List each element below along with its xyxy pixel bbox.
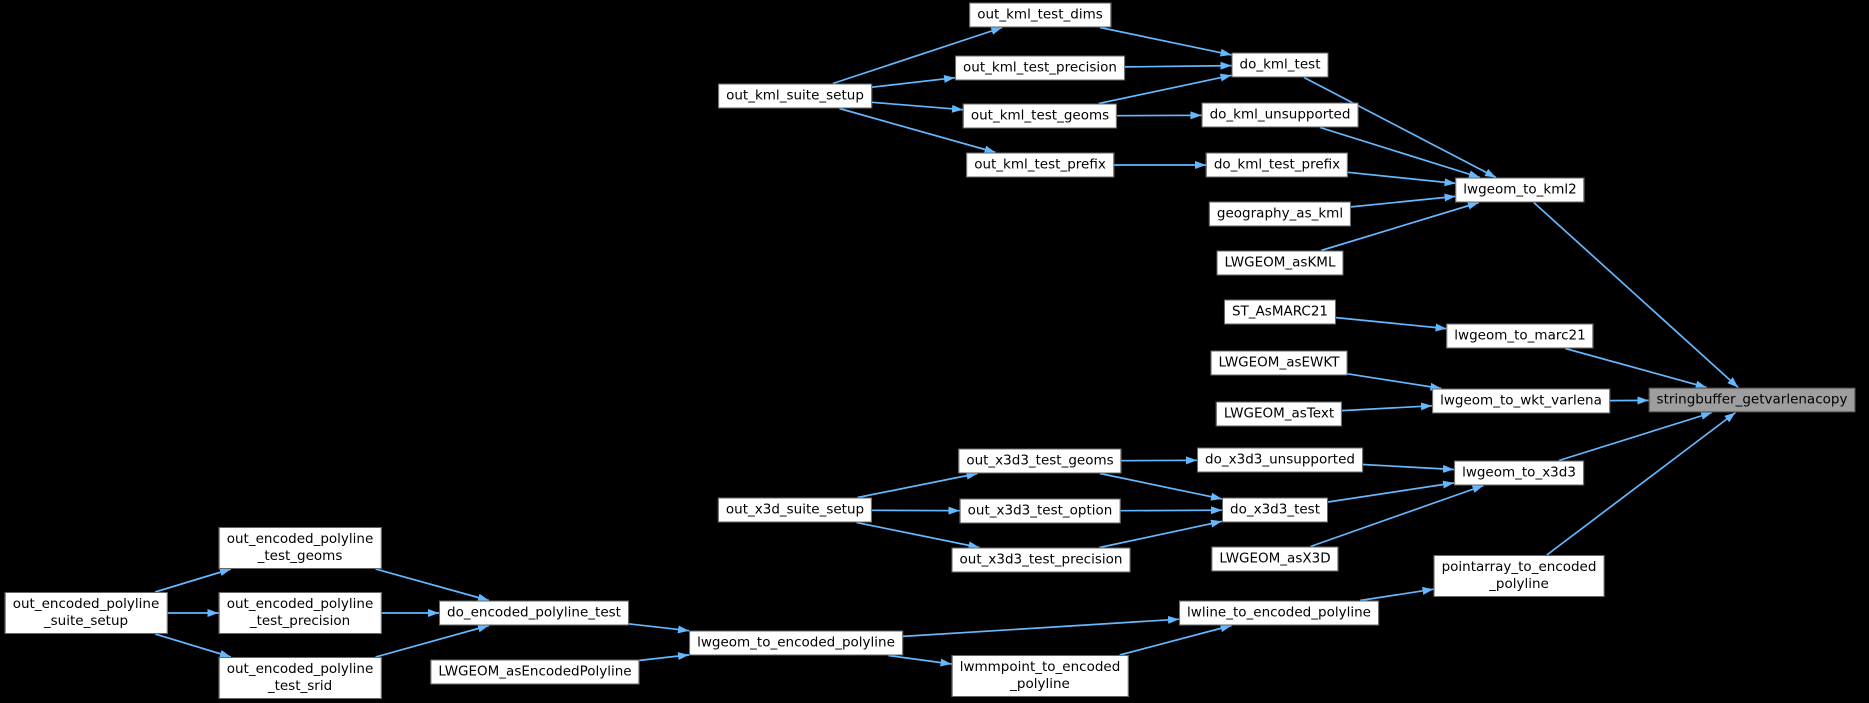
- graph-node-do_kml_test[interactable]: do_kml_test: [1231, 52, 1329, 78]
- edge-pointarray_to_encoded_polyline-to-stringbuffer_getvarlenacopy: [1546, 411, 1737, 556]
- graph-node-out_kml_suite_setup[interactable]: out_kml_suite_setup: [718, 83, 872, 109]
- edge-lwgeom_to_encoded_polyline-to-lwmmpoint_to_encoded_polyline: [888, 654, 952, 667]
- graph-node-out_kml_test_geoms[interactable]: out_kml_test_geoms: [962, 103, 1118, 129]
- graph-node-lwmmpoint_to_encoded_polyline[interactable]: lwmmpoint_to_encoded _polyline: [951, 655, 1129, 697]
- edge-out_kml_suite_setup-to-out_kml_test_dims: [832, 26, 1003, 85]
- graph-node-out_x3d3_test_option[interactable]: out_x3d3_test_option: [959, 498, 1121, 524]
- edge-out_encoded_polyline_suite_setup-to-out_encoded_polyline_test_srid: [154, 633, 232, 658]
- edge-out_x3d_suite_setup-to-out_x3d3_test_geoms: [857, 471, 978, 499]
- graph-node-do_kml_unsupported[interactable]: do_kml_unsupported: [1201, 102, 1359, 128]
- edge-do_kml_test_prefix-to-lwgeom_to_kml2: [1347, 171, 1456, 187]
- edge-LWGEOM_asKML-to-lwgeom_to_kml2: [1320, 201, 1480, 252]
- edge-do_encoded_polyline_test-to-lwgeom_to_encoded_polyline: [628, 623, 690, 634]
- graph-node-LWGEOM_asEncodedPolyline[interactable]: LWGEOM_asEncodedPolyline: [430, 659, 640, 685]
- edge-lwline_to_encoded_polyline-to-pointarray_to_encoded_polyline: [1359, 586, 1434, 602]
- edge-geography_as_kml-to-lwgeom_to_kml2: [1350, 193, 1456, 208]
- edge-out_encoded_polyline_suite_setup-to-out_encoded_polyline_test_geoms: [154, 568, 232, 593]
- edge-LWGEOM_asEWKT-to-lwgeom_to_wkt_varlena: [1347, 372, 1442, 391]
- graph-node-do_x3d3_test[interactable]: do_x3d3_test: [1222, 497, 1328, 523]
- edge-lwgeom_to_marc21-to-stringbuffer_getvarlenacopy: [1565, 347, 1707, 389]
- graph-node-out_encoded_polyline_suite_setup[interactable]: out_encoded_polyline _suite_setup: [4, 592, 168, 634]
- graph-node-LWGEOM_asKML[interactable]: LWGEOM_asKML: [1216, 250, 1344, 276]
- edge-LWGEOM_asText-to-lwgeom_to_wkt_varlena: [1341, 402, 1433, 412]
- edge-out_encoded_polyline_test_geoms-to-do_encoded_polyline_test: [375, 568, 490, 602]
- graph-node-LWGEOM_asEWKT[interactable]: LWGEOM_asEWKT: [1210, 350, 1348, 376]
- graph-node-do_kml_test_prefix[interactable]: do_kml_test_prefix: [1205, 152, 1349, 178]
- edge-out_kml_test_dims-to-do_kml_test: [1099, 26, 1232, 57]
- edge-ST_AsMARC21-to-lwgeom_to_marc21: [1335, 316, 1447, 332]
- graph-node-out_encoded_polyline_test_precision[interactable]: out_encoded_polyline _test_precision: [218, 592, 382, 634]
- graph-node-out_kml_test_precision[interactable]: out_kml_test_precision: [955, 55, 1125, 81]
- graph-node-out_kml_test_prefix[interactable]: out_kml_test_prefix: [966, 152, 1114, 178]
- edge-lwgeom_to_kml2-to-stringbuffer_getvarlenacopy: [1533, 201, 1739, 389]
- graph-node-out_kml_test_dims[interactable]: out_kml_test_dims: [969, 2, 1111, 28]
- edge-out_x3d3_test_geoms-to-do_x3d3_test: [1099, 472, 1223, 501]
- graph-node-stringbuffer_getvarlenacopy: stringbuffer_getvarlenacopy: [1648, 387, 1856, 413]
- graph-node-LWGEOM_asText[interactable]: LWGEOM_asText: [1215, 401, 1343, 427]
- edge-lwgeom_to_encoded_polyline-to-lwline_to_encoded_polyline: [902, 615, 1180, 638]
- graph-node-do_x3d3_unsupported[interactable]: do_x3d3_unsupported: [1197, 447, 1363, 473]
- graph-node-out_x3d_suite_setup[interactable]: out_x3d_suite_setup: [717, 497, 873, 523]
- edge-out_x3d3_test_precision-to-do_x3d3_test: [1099, 519, 1223, 549]
- graph-node-lwgeom_to_x3d3[interactable]: lwgeom_to_x3d3: [1454, 460, 1584, 486]
- graph-node-out_encoded_polyline_test_geoms[interactable]: out_encoded_polyline _test_geoms: [218, 527, 382, 569]
- graph-node-lwgeom_to_wkt_varlena[interactable]: lwgeom_to_wkt_varlena: [1432, 388, 1610, 414]
- graph-node-out_x3d3_test_precision[interactable]: out_x3d3_test_precision: [951, 547, 1131, 573]
- edge-out_kml_test_geoms-to-do_kml_test: [1098, 73, 1232, 105]
- graph-node-out_encoded_polyline_test_srid[interactable]: out_encoded_polyline _test_srid: [218, 657, 382, 699]
- edge-do_kml_test-to-lwgeom_to_kml2: [1303, 76, 1497, 179]
- graph-node-lwgeom_to_encoded_polyline[interactable]: lwgeom_to_encoded_polyline: [689, 630, 903, 656]
- edge-out_x3d_suite_setup-to-out_x3d3_test_precision: [856, 521, 980, 550]
- graph-node-do_encoded_polyline_test[interactable]: do_encoded_polyline_test: [439, 600, 629, 626]
- edge-LWGEOM_asEncodedPolyline-to-lwgeom_to_encoded_polyline: [639, 652, 690, 662]
- graph-node-lwgeom_to_kml2[interactable]: lwgeom_to_kml2: [1455, 177, 1585, 203]
- graph-node-lwline_to_encoded_polyline[interactable]: lwline_to_encoded_polyline: [1179, 600, 1379, 626]
- edge-out_kml_suite_setup-to-out_kml_test_precision: [871, 74, 956, 89]
- edge-LWGEOM_asX3D-to-lwgeom_to_x3d3: [1310, 484, 1484, 548]
- graph-node-lwgeom_to_marc21[interactable]: lwgeom_to_marc21: [1446, 323, 1594, 349]
- edge-lwgeom_to_x3d3-to-stringbuffer_getvarlenacopy: [1558, 411, 1713, 462]
- graph-node-out_x3d3_test_geoms[interactable]: out_x3d3_test_geoms: [958, 448, 1122, 474]
- graph-node-geography_as_kml[interactable]: geography_as_kml: [1208, 201, 1352, 227]
- edge-out_kml_suite_setup-to-out_kml_test_prefix: [839, 107, 996, 154]
- edge-out_x3d3_test_option-to-do_x3d3_test: [1120, 506, 1223, 515]
- edge-out_encoded_polyline_test_srid-to-do_encoded_polyline_test: [375, 624, 490, 658]
- graph-node-ST_AsMARC21[interactable]: ST_AsMARC21: [1223, 299, 1337, 325]
- edge-do_kml_unsupported-to-lwgeom_to_kml2: [1319, 126, 1481, 179]
- graph-node-LWGEOM_asX3D[interactable]: LWGEOM_asX3D: [1211, 546, 1339, 572]
- edge-do_x3d3_test-to-lwgeom_to_x3d3: [1327, 480, 1455, 503]
- edge-out_kml_test_precision-to-do_kml_test: [1124, 61, 1232, 70]
- graph-node-pointarray_to_encoded_polyline[interactable]: pointarray_to_encoded _polyline: [1433, 555, 1605, 597]
- edge-out_kml_suite_setup-to-out_kml_test_geoms: [871, 101, 964, 113]
- edge-do_x3d3_unsupported-to-lwgeom_to_x3d3: [1362, 463, 1455, 473]
- edge-lwmmpoint_to_encoded_polyline-to-lwline_to_encoded_polyline: [1119, 624, 1232, 656]
